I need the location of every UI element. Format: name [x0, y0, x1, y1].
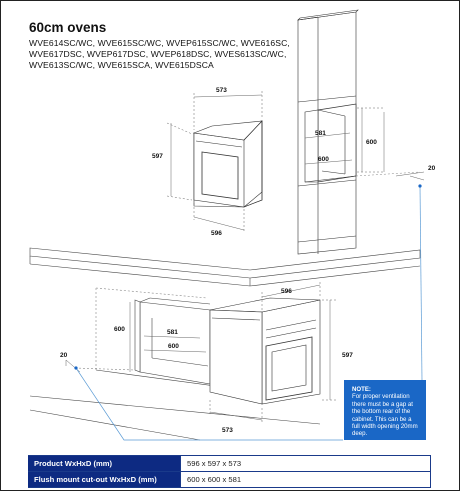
- label-low-gap: 20: [60, 352, 68, 359]
- top-oven-drawing: [192, 120, 263, 208]
- label-top-oven-height: 597: [152, 153, 163, 160]
- dim-line-top-width: [193, 203, 245, 233]
- spec-value: 596 x 597 x 573: [180, 455, 431, 472]
- dim-line-top-height: [166, 122, 193, 201]
- table-row: Product WxHxD (mm) 596 x 597 x 573: [28, 455, 431, 472]
- label-tall-cutout-width: 600: [318, 156, 329, 163]
- low-oven-drawing: [209, 297, 321, 405]
- tall-cabinet-drawing: [297, 9, 421, 255]
- note-title: NOTE:: [352, 386, 371, 393]
- dim-line-top-depth: [193, 91, 263, 130]
- spec-value: 600 x 600 x 581: [180, 471, 431, 488]
- label-tall-cutout-inner: 581: [315, 130, 326, 137]
- label-top-oven-width: 596: [211, 230, 222, 237]
- model-list: WVE614SC/WC, WVE615SC/WC, WVEP615SC/WC, …: [29, 38, 290, 71]
- page-title: 60cm ovens: [29, 20, 107, 35]
- dim-lines-bottom: [65, 282, 336, 424]
- specs-table: Product WxHxD (mm) 596 x 597 x 573 Flush…: [28, 455, 431, 488]
- dim-lines-tall-cabinet: [304, 107, 425, 181]
- bench-cabinet-drawing: [29, 247, 421, 441]
- spec-label: Product WxHxD (mm): [28, 455, 181, 472]
- label-top-oven-depth: 573: [216, 87, 227, 94]
- note-text: For proper ventilation there must be a g…: [352, 393, 418, 438]
- label-low-oven-height: 597: [342, 352, 353, 359]
- ventilation-note: NOTE: For proper ventilation there must …: [344, 380, 426, 440]
- callout-dot-low: [74, 366, 78, 370]
- label-low-cutout-inner: 581: [167, 329, 178, 336]
- label-tall-cutout-height: 600: [366, 139, 377, 146]
- label-low-cutout-height: 600: [114, 326, 125, 333]
- label-tall-gap: 20: [428, 165, 436, 172]
- label-low-oven-depth: 573: [222, 427, 233, 434]
- label-low-cutout-width: 600: [168, 343, 179, 350]
- table-row: Flush mount cut-out WxHxD (mm) 600 x 600…: [28, 471, 431, 488]
- spec-label: Flush mount cut-out WxHxD (mm): [28, 471, 181, 488]
- label-low-oven-width: 596: [281, 288, 292, 295]
- callout-dot-tall: [418, 184, 422, 188]
- ventilation-callout-lines: [75, 185, 423, 441]
